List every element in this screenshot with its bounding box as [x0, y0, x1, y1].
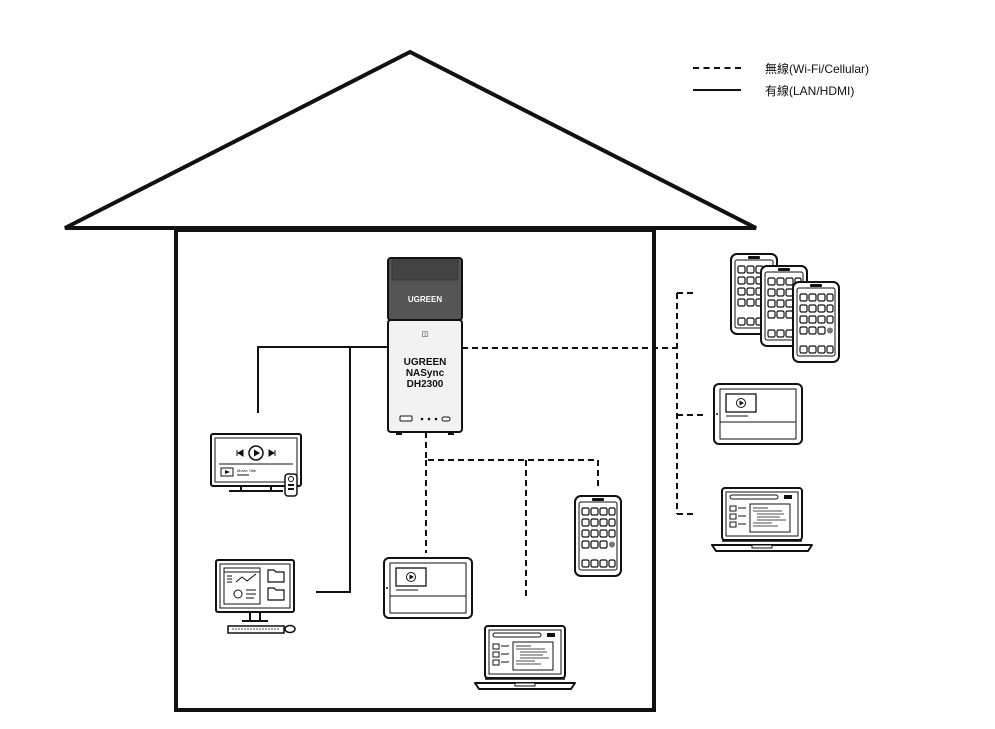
tv: Movie Title	[210, 433, 302, 497]
laptop-outside	[711, 487, 813, 552]
wireless-connections	[425, 292, 706, 598]
wireless-line-nas-down	[425, 432, 599, 490]
nas-body	[387, 319, 463, 433]
mouse-icon	[284, 624, 296, 634]
tablet-inside	[383, 557, 473, 619]
phone-inside	[574, 495, 622, 577]
nas-nfc-icon: ◫	[422, 331, 429, 338]
wired-line-tv	[257, 346, 388, 413]
nas-usb-port	[399, 415, 413, 422]
folder-icon	[267, 569, 285, 583]
keyboard-icon	[227, 625, 285, 634]
previous-icon	[236, 449, 244, 457]
house-roof-icon	[64, 49, 757, 230]
nas-label-line3: DH2300	[407, 379, 444, 390]
legend-wired-label: 有線(LAN/HDMI)	[765, 84, 855, 98]
nas-label-line1: UGREEN	[404, 357, 447, 368]
nas-brand-top: UGREEN	[408, 295, 442, 304]
laptop-inside	[474, 625, 576, 690]
tv-track-title: Movie Title	[237, 468, 257, 473]
house-walls	[174, 228, 656, 712]
remote-control-icon	[284, 473, 298, 497]
tablet-outside	[713, 383, 803, 445]
phone-outside-3	[792, 281, 840, 363]
nas-led-icon	[420, 417, 424, 421]
tv-stand	[229, 486, 283, 492]
desktop-computer	[215, 559, 296, 634]
legend-wireless: 無線(Wi-Fi/Cellular)	[693, 58, 953, 80]
legend: 無線(Wi-Fi/Cellular) 有線(LAN/HDMI)	[693, 58, 953, 102]
dashed-line-icon	[693, 67, 741, 69]
nas-device: UGREEN ◫ UGREEN NASync DH2300	[387, 257, 463, 435]
nas-label-line2: NASync	[406, 368, 445, 379]
legend-wired: 有線(LAN/HDMI)	[693, 80, 953, 102]
nas-led-icon	[427, 417, 431, 421]
legend-wireless-label: 無線(Wi-Fi/Cellular)	[765, 62, 869, 76]
wired-connections	[257, 346, 388, 593]
house-outline	[64, 49, 757, 712]
next-icon	[268, 449, 276, 457]
nas-power-button	[441, 416, 451, 422]
solid-line-icon	[693, 89, 741, 91]
nas-led-icon	[434, 417, 438, 421]
folder-icon	[267, 587, 285, 601]
wired-line-desktop	[316, 347, 351, 593]
